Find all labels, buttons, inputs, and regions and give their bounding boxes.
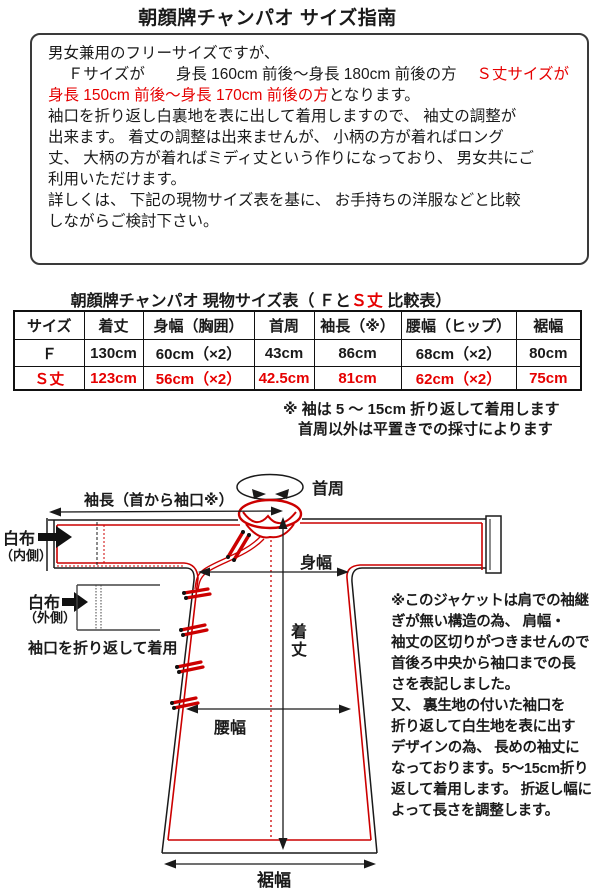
cell-s-waist: 62cm（×2） — [400, 366, 517, 391]
measure-arrows — [49, 506, 376, 869]
table-header-row: サイズ 着丈 身幅（胸囲） 首周 袖長（※） 腰幅（ヒップ） 裾幅 — [13, 310, 582, 340]
white-cloth-outer-arrow — [62, 592, 88, 612]
cell-f-length: 130cm — [83, 339, 144, 367]
col-header-waist: 腰幅（ヒップ） — [400, 310, 517, 340]
cell-f-hem: 80cm — [515, 339, 582, 367]
white-cloth-inner-arrow — [38, 526, 72, 548]
construction-side-note: ※このジャケットは肩での袖継 ぎが無い構造の為、 肩幅・ 袖丈の区切りがつきませ… — [391, 593, 592, 819]
cell-f-size: Ｆ — [13, 339, 85, 367]
intro-text-box: 男女兼用のフリーサイズですが、 Ｆサイズが 身長 160cm 前後～身長 180… — [30, 33, 589, 265]
outside-cuff-diagram — [76, 584, 160, 631]
garment-outline — [46, 518, 489, 854]
col-header-sleeve: 袖長（※） — [313, 310, 402, 340]
waist-width-label: 腰幅 — [214, 720, 247, 737]
white-cloth-inner-sublabel: （内側） — [0, 548, 53, 563]
frog-buttons — [170, 530, 251, 710]
red-seam-lines — [56, 522, 483, 841]
cell-f-neck: 43cm — [253, 339, 315, 367]
size-comparison-table: サイズ 着丈 身幅（胸囲） 首周 袖長（※） 腰幅（ヒップ） 裾幅 Ｆ 130c… — [13, 310, 582, 391]
body-width-label: 身幅 — [300, 555, 333, 572]
cell-s-hem: 75cm — [515, 366, 582, 391]
col-header-neck: 首周 — [253, 310, 315, 340]
col-header-hem: 裾幅 — [515, 310, 582, 340]
white-cloth-inner-label: 白布 — [3, 531, 36, 548]
cell-f-sleeve: 86cm — [313, 339, 402, 367]
cell-s-size: Ｓ丈 — [13, 366, 85, 391]
col-header-size: サイズ — [13, 310, 85, 340]
table-footnotes: ※ 袖は 5 ～ 15cm 折り返して着用します 首周以外は平置きでの採寸により… — [283, 401, 560, 438]
front-placket-curve — [194, 535, 265, 591]
cell-s-body-width: 56cm（×2） — [142, 366, 255, 391]
cell-s-length: 123cm — [83, 366, 144, 391]
cell-f-waist: 68cm（×2） — [400, 339, 517, 367]
cell-s-neck: 42.5cm — [253, 366, 315, 391]
neck-girth-ring — [236, 473, 304, 501]
page-title: 朝顔牌チャンパオ サイズ指南 — [138, 8, 397, 29]
size-table-title-red: Ｓ丈 — [350, 293, 383, 310]
size-table-title-suffix: 比較表） — [382, 293, 452, 310]
size-table-title: 朝顔牌チャンパオ 現物サイズ表（ ＦとＳ丈 比較表） — [0, 287, 522, 311]
col-header-body-width: 身幅（胸囲） — [142, 310, 255, 340]
intro-part2-red: Ｓ丈サイズが 身長 150cm 前後～身長 170cm 前後の方 — [48, 66, 585, 104]
intro-part1: 男女兼用のフリーサイズですが、 Ｆサイズが 身長 160cm 前後～身長 180… — [48, 45, 457, 83]
white-cloth-outer-sublabel: （外側） — [24, 610, 77, 625]
cell-s-sleeve: 81cm — [313, 366, 402, 391]
table-row-s: Ｓ丈 123cm 56cm（×2） 42.5cm 81cm 62cm（×2） 7… — [13, 366, 582, 391]
hem-width-label: 裾幅 — [257, 871, 291, 890]
white-cloth-outer-label: 白布 — [28, 595, 61, 612]
sleeve-length-label: 袖長（首から袖口※） — [84, 492, 234, 509]
collar-drawing — [237, 498, 303, 539]
intro-part3: となります。 袖口を折り返し白裏地を表に出して着用しますので、 袖丈の調整が 出… — [48, 87, 534, 230]
right-cuff-band — [485, 515, 502, 574]
table-row-f: Ｆ 130cm 60cm（×2） 43cm 86cm 68cm（×2） 80cm — [13, 339, 582, 367]
size-table-title-prefix: 朝顔牌チャンパオ 現物サイズ表（ Ｆと — [70, 293, 351, 310]
garment-length-label: 着丈 — [288, 623, 305, 659]
cuff-fold-label: 袖口を折り返して着用 — [28, 640, 178, 657]
cell-f-body-width: 60cm（×2） — [142, 339, 255, 367]
neck-girth-label: 首周 — [312, 481, 345, 498]
